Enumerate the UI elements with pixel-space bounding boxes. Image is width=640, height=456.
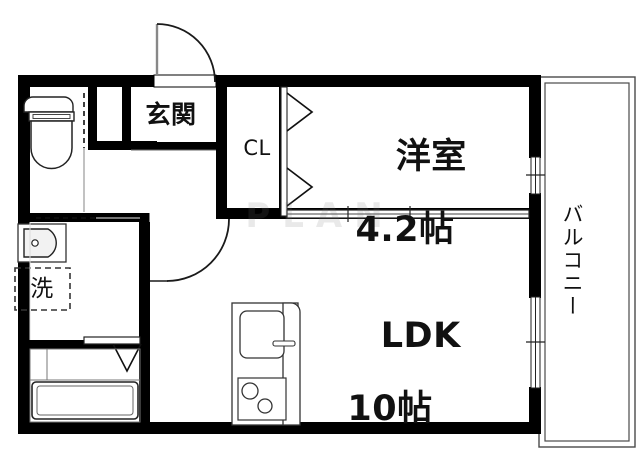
- kitchen-counter: [231, 302, 301, 426]
- closet-folding-door: [280, 86, 314, 217]
- toilet-icon: [23, 96, 75, 170]
- genkan-step: [131, 142, 216, 151]
- washroom: [14, 217, 140, 311]
- stove-icon: [237, 377, 287, 421]
- room-divider-sliding-doors: [286, 206, 530, 222]
- bathtub-icon: [31, 381, 139, 420]
- balcony-outline: [538, 76, 636, 448]
- balcony-sliding-windows: [526, 156, 545, 389]
- entrance-door: [153, 23, 217, 88]
- ldk-swing-door: [150, 218, 230, 282]
- thin-guides: [29, 213, 151, 340]
- washbasin-icon: [17, 223, 67, 263]
- kitchen-sink-icon: [239, 310, 296, 359]
- toilet-room: [23, 93, 85, 212]
- bathroom: [29, 336, 142, 423]
